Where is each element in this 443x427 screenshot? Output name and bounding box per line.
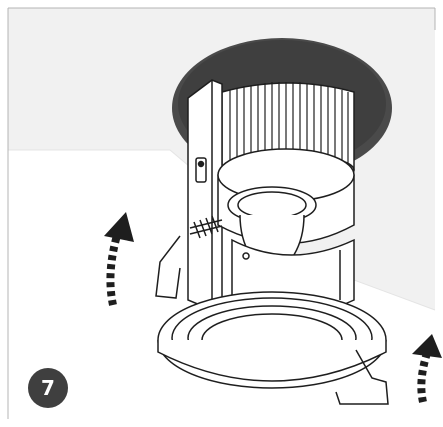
dashed-up-arrow-icon: [104, 212, 134, 306]
mounting-bracket: [187, 79, 223, 311]
spring-clip-right: [335, 349, 389, 405]
lamp-housing: [217, 148, 355, 316]
step-number: 7: [41, 376, 55, 400]
spring-clip: [155, 215, 223, 299]
trim-ring: [157, 291, 387, 389]
dashed-up-arrow-icon: [412, 334, 442, 403]
diagram-frame: [7, 7, 436, 419]
step-badge: 7: [28, 368, 68, 408]
